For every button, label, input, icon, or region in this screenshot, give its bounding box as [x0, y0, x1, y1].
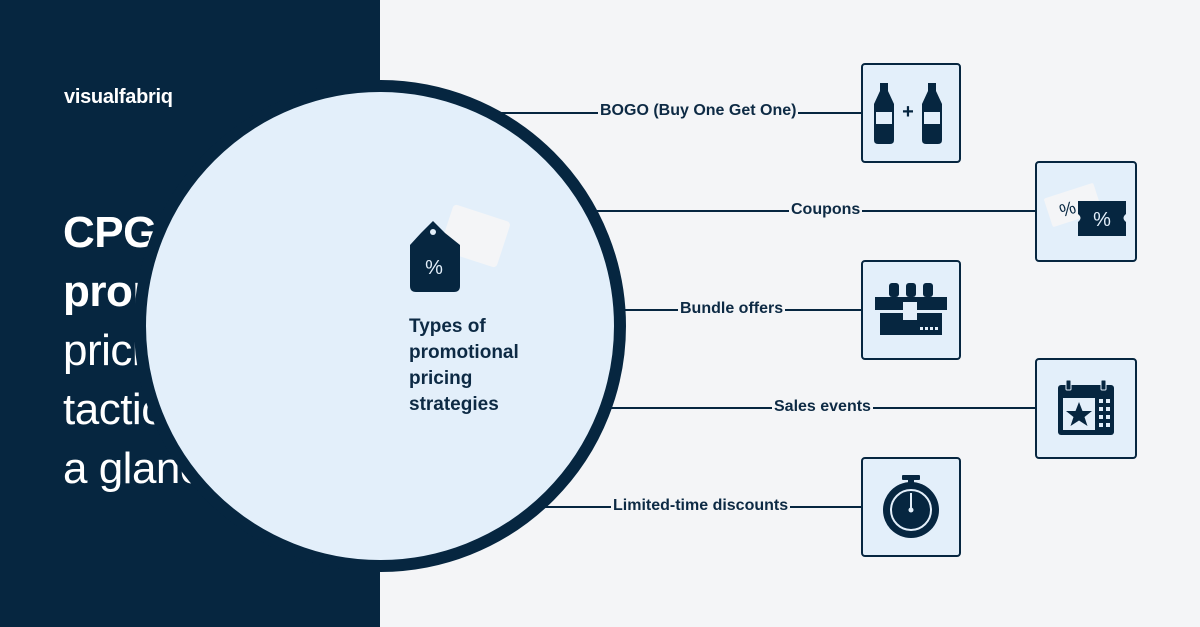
headline-line-1: CPG: [63, 208, 157, 257]
center-title-line-3: pricing: [409, 368, 473, 389]
label-limited-time-discounts: Limited-time discounts: [611, 496, 791, 516]
svg-text:%: %: [1057, 197, 1078, 221]
label-sales-events: Sales events: [772, 397, 873, 417]
brand-logo: visualfabriq: [64, 86, 173, 108]
center-circle: [134, 80, 626, 572]
center-title-line-2: promotional: [409, 342, 519, 363]
bundle-box-icon: [875, 283, 947, 335]
calendar-star-icon: [1058, 379, 1114, 435]
label-bogo: BOGO (Buy One Get One): [598, 101, 799, 121]
svg-text:%: %: [1093, 209, 1111, 231]
label-bundle-offers: Bundle offers: [678, 299, 786, 319]
coupon-percent-icon: % %: [1044, 183, 1126, 236]
center-title: Types of promotional pricing strategies: [409, 314, 519, 418]
center-title-line-4: strategies: [409, 394, 499, 415]
stopwatch-icon: [883, 475, 939, 538]
percent-tag-icon: %: [410, 204, 510, 292]
center-title-line-1: Types of: [409, 316, 486, 337]
bottles-plus-icon: +: [874, 83, 942, 144]
svg-text:%: %: [425, 257, 443, 279]
label-coupons: Coupons: [789, 200, 863, 220]
svg-text:+: +: [902, 101, 914, 123]
